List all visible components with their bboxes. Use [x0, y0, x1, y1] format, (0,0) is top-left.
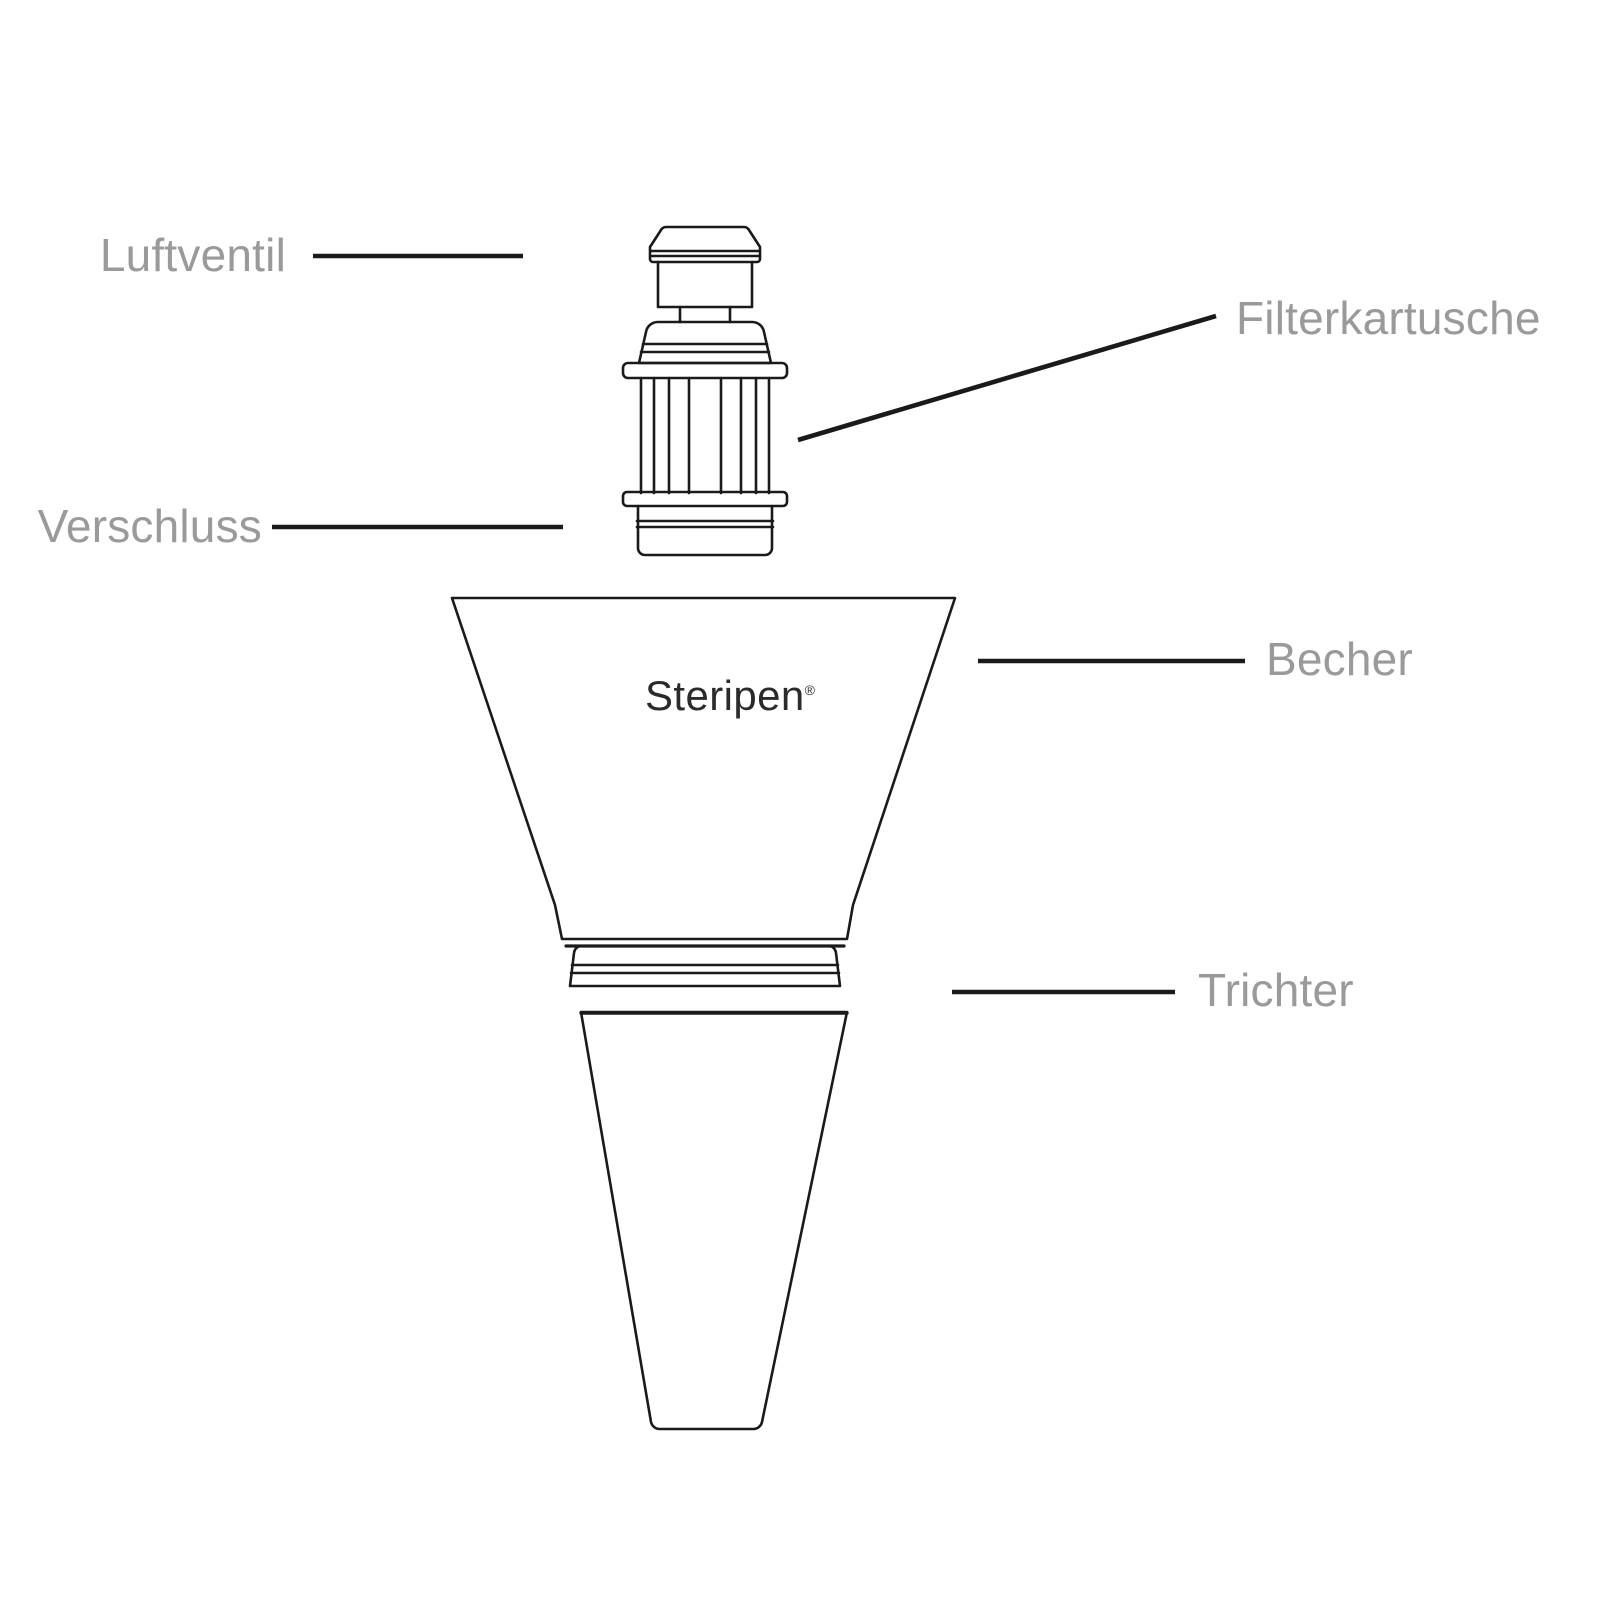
label-luftventil-text: Luftventil	[99, 229, 286, 281]
cartridge-lower-flange	[621, 490, 789, 508]
part-funnel	[579, 1010, 849, 1431]
label-luftventil: Luftventil	[100, 232, 286, 278]
cup-outline	[450, 596, 957, 941]
part-cup	[450, 596, 957, 941]
brand-wordmark: Steripen®	[645, 675, 815, 717]
leader-line-filterkartusche	[797, 313, 1217, 443]
leader-lines	[272, 253, 1245, 995]
label-trichter: Trichter	[1198, 967, 1354, 1013]
part-filter-cartridge	[621, 225, 789, 557]
cartridge-upper-flange	[621, 361, 789, 380]
funnel-outline	[579, 1010, 849, 1431]
air-valve-body-outline	[656, 260, 754, 309]
label-becher: Becher	[1266, 636, 1413, 682]
cartridge-base-outline	[636, 504, 774, 557]
label-filterkartusche-text: Filterkartusche	[1236, 292, 1541, 344]
label-verschluss: Verschluss	[38, 503, 262, 549]
label-trichter-text: Trichter	[1198, 964, 1354, 1016]
label-verschluss-text: Verschluss	[37, 500, 262, 552]
part-thread-ring	[564, 944, 846, 988]
cartridge-cage-bars	[639, 376, 771, 495]
brand-trademark-symbol: ®	[804, 682, 815, 698]
brand-wordmark-text: Steripen	[645, 672, 805, 719]
thread-ring-body	[568, 944, 842, 988]
label-filterkartusche: Filterkartusche	[1236, 295, 1541, 341]
label-becher-text: Becher	[1266, 633, 1413, 685]
air-valve-cap-outline	[648, 225, 762, 264]
closure-collar-outline	[637, 320, 773, 365]
